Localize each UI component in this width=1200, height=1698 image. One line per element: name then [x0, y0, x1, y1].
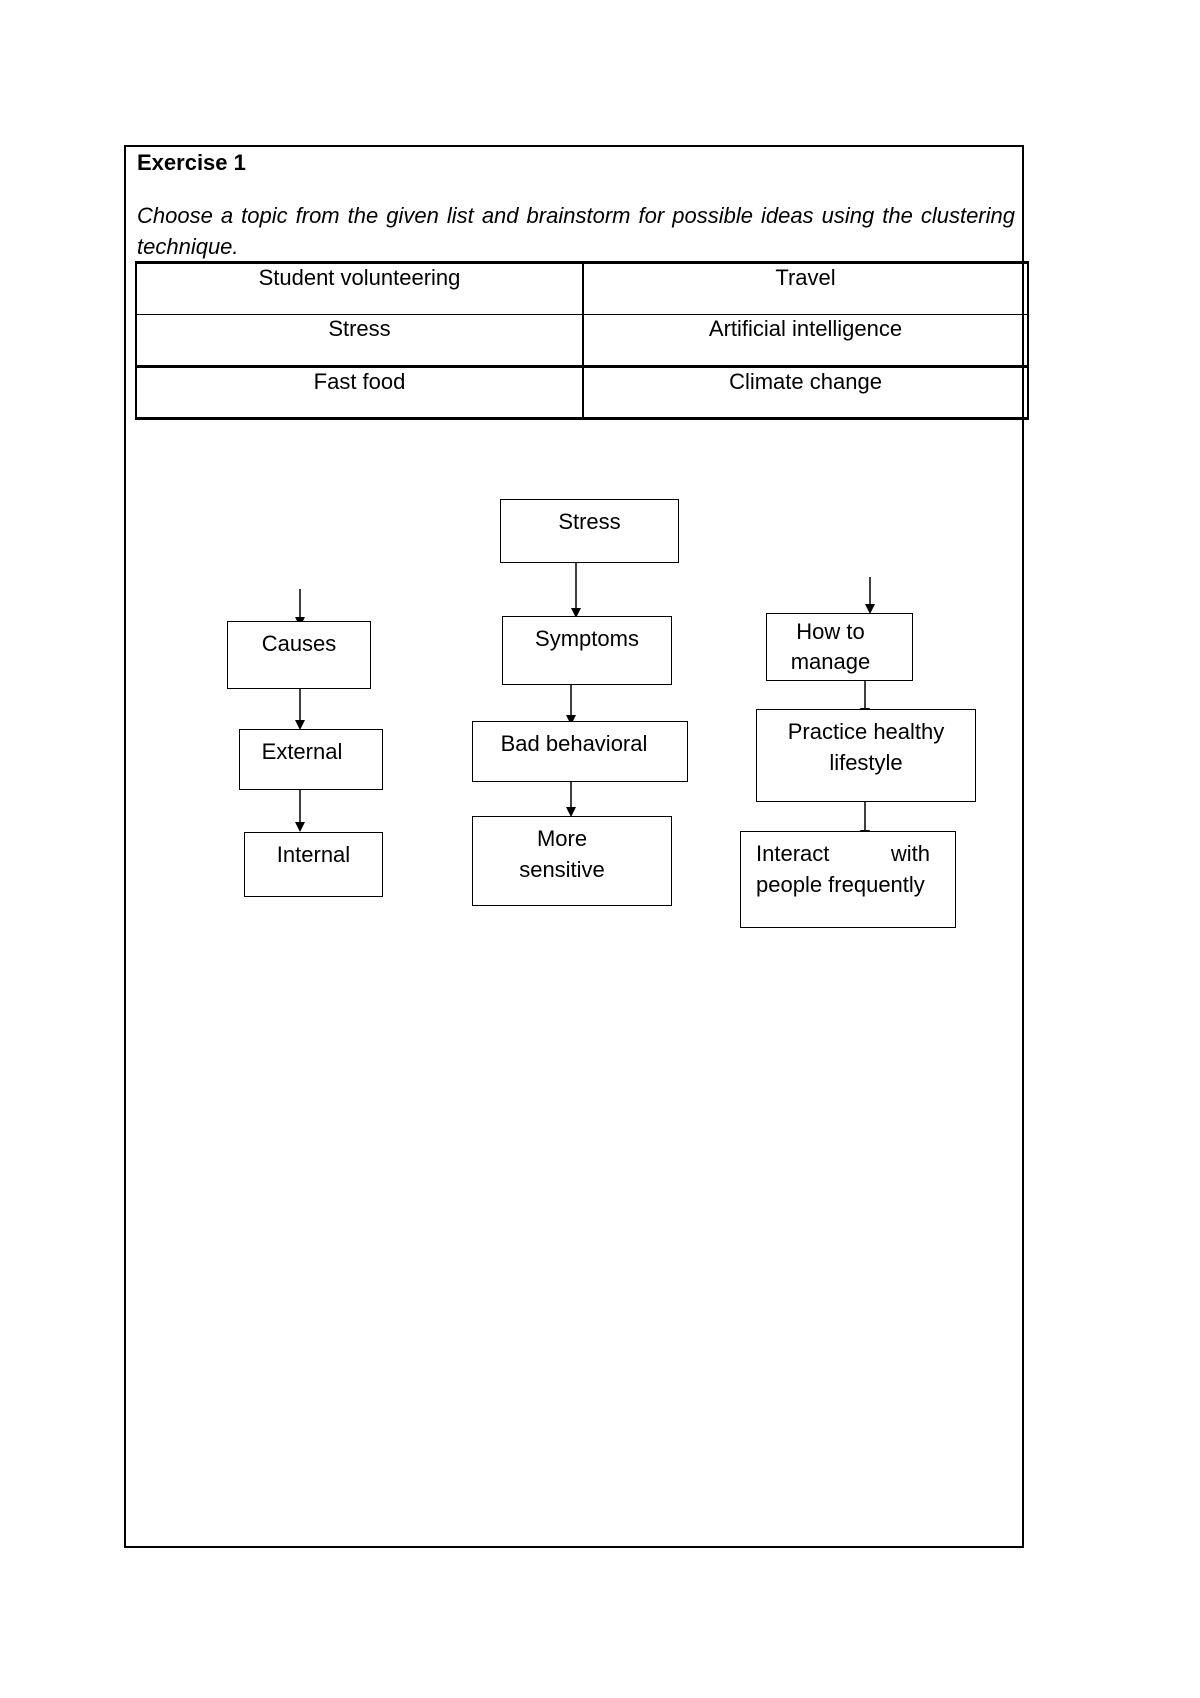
topic-cell: Artificial intelligence	[583, 314, 1029, 368]
topic-cell: Fast food	[135, 366, 584, 420]
topic-cell: Student volunteering	[135, 261, 584, 315]
exercise-title: Exercise 1	[137, 150, 246, 175]
topic-row: Stress Artificial intelligence	[135, 314, 1029, 368]
causes-node: Causes	[227, 621, 371, 689]
topic-cell: Travel	[583, 261, 1029, 315]
symptoms-node: Symptoms	[502, 616, 672, 685]
exercise-instruction: Choose a topic from the given list and b…	[137, 203, 1015, 259]
topic-table: Student volunteering Travel Stress Artif…	[135, 261, 1029, 420]
topic-row: Fast food Climate change	[135, 366, 1029, 420]
topic-cell: Climate change	[583, 366, 1029, 420]
external-node: External	[239, 729, 383, 790]
practice-lifestyle-node: Practice healthy lifestyle	[756, 709, 976, 802]
topic-row: Student volunteering Travel	[135, 261, 1029, 315]
exercise-frame	[124, 145, 1024, 1548]
interact-people-node: Interact with people frequently	[740, 831, 956, 928]
internal-node: Internal	[244, 832, 383, 897]
central-topic-node: Stress	[500, 499, 679, 563]
topic-cell: Stress	[135, 314, 584, 368]
how-to-manage-node: How to manage	[766, 613, 913, 681]
bad-behavioral-node: Bad behavioral	[472, 721, 688, 782]
more-sensitive-node: More sensitive	[472, 816, 672, 906]
